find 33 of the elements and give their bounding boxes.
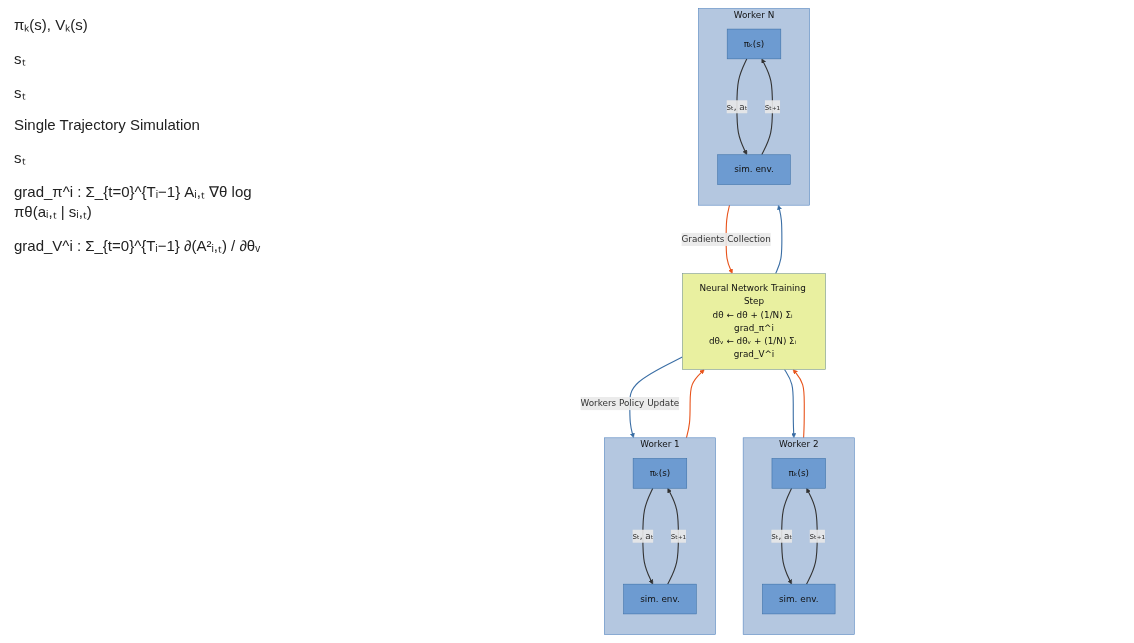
edge-label: sₜ₊₁ xyxy=(764,101,780,112)
edge-label: Gradients Collection xyxy=(680,233,771,245)
edge-label: sₜ, aₜ xyxy=(726,101,747,112)
arrow xyxy=(805,488,818,585)
node-box: πₖ(s) xyxy=(726,28,781,60)
arrow xyxy=(774,204,782,275)
arrow xyxy=(735,58,747,155)
node-box: sim. env. xyxy=(716,154,791,185)
note-text: sₜ xyxy=(14,49,27,68)
arrow xyxy=(760,58,773,156)
node-box: sim. env. xyxy=(761,583,835,615)
note-text: grad_V^i : Σ_{t=0}^{Tᵢ−1} ∂(A²ᵢ,ₜ) / ∂θᵥ xyxy=(14,236,261,255)
note-text: sₜ xyxy=(14,83,27,102)
arrow xyxy=(628,356,683,439)
edge-label: sₜ, aₜ xyxy=(631,530,653,542)
note-text: sₜ xyxy=(14,148,27,167)
arrow xyxy=(641,487,653,585)
note-text: Single Trajectory Simulation xyxy=(14,116,201,133)
note-text: grad_π^i : Σ_{t=0}^{Tᵢ−1} Aᵢ,ₜ ∇θ log πθ(aᵢ,ₜ | sᵢ,ₜ) xyxy=(14,182,253,221)
arrow xyxy=(792,369,805,439)
edge-label: Workers Policy Update xyxy=(580,398,679,409)
arrow xyxy=(666,488,679,585)
arrow xyxy=(685,369,705,439)
node-box: πₖ(s) xyxy=(632,458,687,489)
node-box: πₖ(s) xyxy=(771,458,826,489)
edge-label: sₜ, aₜ xyxy=(770,530,792,542)
edge-label: sₜ₊₁ xyxy=(809,530,825,542)
arrow xyxy=(780,487,792,585)
note-text: πₖ(s), Vₖ(s) xyxy=(14,15,89,34)
arrow xyxy=(783,368,796,439)
node-box: sim. env. xyxy=(622,583,697,615)
edge-label: sₜ₊₁ xyxy=(670,530,686,542)
node-box: Neural Network Training Step dθ ← dθ + (1/N) Σᵢ grad_π^i dθᵥ ← dθᵥ + (1/N) Σᵢ grad_V^i xyxy=(681,273,826,370)
